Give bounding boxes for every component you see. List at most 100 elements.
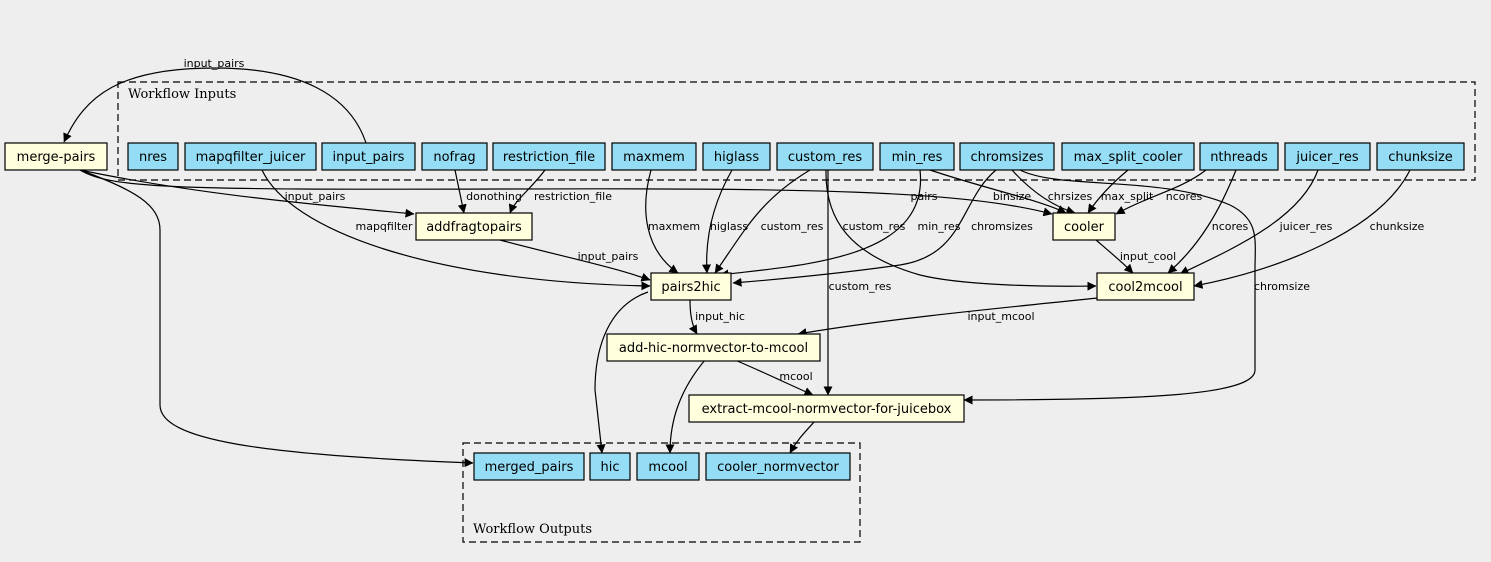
input-node-nofrag-label: nofrag — [433, 150, 475, 165]
input-node-input-pairs[interactable]: input_pairs — [321, 142, 416, 171]
edge-juicer-res-to-cool2mcool — [1179, 169, 1319, 275]
output-node-merged-pairs[interactable]: merged_pairs — [473, 452, 585, 481]
edge-min-res-to-cooler — [929, 169, 1067, 214]
edge-label-binsize: binsize — [993, 190, 1032, 203]
edge-label-input-mcool: input_mcool — [967, 310, 1034, 323]
edge-labels: input_pairs input_pairs pairs donothing … — [184, 57, 1425, 383]
input-node-restriction-file[interactable]: restriction_file — [492, 142, 606, 171]
edge-label-custom-res-ext: custom_res — [829, 280, 892, 293]
input-node-nthreads[interactable]: nthreads — [1199, 142, 1279, 171]
edge-higlass-to-pairs2hic — [701, 169, 733, 274]
edge-nofrag-to-addfragtopairs — [454, 169, 467, 214]
edge-cooler-to-cool2mcool — [1095, 239, 1134, 274]
input-node-juicer-res-label: juicer_res — [1295, 150, 1359, 165]
edge-nthreads-to-cool2mcool — [1167, 169, 1237, 274]
input-node-chunksize[interactable]: chunksize — [1376, 142, 1465, 171]
edge-chunksize-to-cool2mcool — [1193, 169, 1411, 289]
edge-label-input-hic: input_hic — [695, 310, 745, 323]
input-node-nthreads-label: nthreads — [1210, 150, 1268, 165]
input-node-min-res-label: min_res — [892, 150, 943, 165]
input-node-custom-res[interactable]: custom_res — [776, 142, 874, 171]
step-node-pairs2hic[interactable]: pairs2hic — [650, 272, 732, 301]
edge-label-input-cool: input_cool — [1120, 250, 1176, 263]
edge-nthreads-to-cooler — [1115, 169, 1207, 215]
input-node-chunksize-label: chunksize — [1388, 150, 1453, 165]
edge-chromsizes-to-extract — [963, 169, 1256, 405]
step-nodes: merge-pairs addfragtopairs cooler pairs2… — [4, 142, 1195, 423]
edge-label-pairs: pairs — [910, 190, 937, 203]
edge-label-restriction-file: restriction_file — [534, 190, 612, 203]
output-node-cooler-normvector-label: cooler_normvector — [717, 460, 839, 475]
input-node-nres[interactable]: nres — [127, 142, 179, 171]
edge-label-min-res: min_res — [917, 220, 960, 233]
output-nodes: merged_pairs hic mcool cooler_normvector — [473, 452, 851, 481]
edge-mapqfilter-to-pairs2hic — [261, 169, 651, 291]
edge-addfragtopairs-to-pairs2hic — [499, 239, 651, 282]
edge-maxmem-to-pairs2hic — [645, 169, 679, 274]
edge-merge-pairs-to-merged-pairs — [79, 169, 474, 468]
step-node-cool2mcool-label: cool2mcool — [1108, 280, 1182, 295]
edge-label-chromsize: chromsize — [1254, 280, 1310, 293]
edge-label-higlass: higlass — [710, 220, 749, 233]
edge-merge-pairs-to-cooler — [79, 169, 1053, 217]
edge-label-input-pairs-p2h: input_pairs — [578, 250, 639, 263]
edge-label-custom-res-p2h: custom_res — [761, 220, 824, 233]
step-node-merge-pairs-label: merge-pairs — [17, 150, 96, 165]
input-node-higlass-label: higlass — [714, 150, 759, 165]
edge-chromsizes-to-pairs2hic — [732, 169, 997, 287]
step-node-pairs2hic-label: pairs2hic — [661, 280, 720, 295]
edge-label-custom-res-c2m: custom_res — [843, 220, 906, 233]
output-node-hic-label: hic — [601, 460, 620, 475]
input-node-input-pairs-label: input_pairs — [333, 150, 405, 165]
step-node-cooler[interactable]: cooler — [1052, 212, 1116, 241]
step-node-merge-pairs[interactable]: merge-pairs — [4, 142, 108, 171]
edge-custom-res-to-pairs2hic — [714, 169, 811, 274]
step-node-add-hic-normvector-label: add-hic-normvector-to-mcool — [619, 341, 808, 356]
input-node-maxmem-label: maxmem — [623, 150, 685, 165]
input-node-chromsizes[interactable]: chromsizes — [959, 142, 1055, 171]
edge-custom-res-to-cool2mcool — [825, 169, 1097, 291]
edge-pairs2hic-to-hic — [594, 291, 649, 454]
edge-label-mcool: mcool — [779, 370, 812, 383]
edge-chromsizes-to-cooler — [1011, 169, 1076, 215]
edge-add-hic-to-mcool — [665, 359, 706, 454]
input-node-nofrag[interactable]: nofrag — [421, 142, 488, 171]
input-node-max-split-cooler[interactable]: max_split_cooler — [1061, 142, 1195, 171]
edge-label-ncores-cooler: ncores — [1166, 190, 1203, 203]
edge-extract-to-cooler-normvector — [789, 420, 816, 454]
workflow-inputs-cluster: Workflow Inputs — [117, 81, 1476, 181]
edge-merge-pairs-to-addfragtopairs — [79, 169, 415, 218]
step-node-cooler-label: cooler — [1064, 220, 1105, 235]
input-node-nres-label: nres — [139, 150, 167, 165]
step-node-cool2mcool[interactable]: cool2mcool — [1096, 272, 1195, 301]
edge-label-chromsizes: chromsizes — [971, 220, 1033, 233]
edges — [63, 67, 1411, 468]
step-node-extract-mcool-normvector[interactable]: extract-mcool-normvector-for-juicebox — [688, 394, 965, 423]
input-node-min-res[interactable]: min_res — [879, 142, 955, 171]
output-node-hic[interactable]: hic — [589, 452, 631, 481]
step-node-add-hic-normvector-to-mcool[interactable]: add-hic-normvector-to-mcool — [606, 333, 821, 362]
input-node-chromsizes-label: chromsizes — [970, 150, 1043, 165]
input-node-juicer-res[interactable]: juicer_res — [1284, 142, 1371, 171]
input-nodes: nres mapqfilter_juicer input_pairs nofra… — [127, 142, 1465, 171]
input-node-mapqfilter-juicer[interactable]: mapqfilter_juicer — [184, 142, 317, 171]
edge-max-split-to-cooler — [1087, 169, 1129, 214]
edge-add-hic-to-extract — [734, 359, 814, 396]
edge-cool2mcool-to-add-hic — [797, 297, 1099, 337]
output-node-mcool[interactable]: mcool — [636, 452, 700, 481]
workflow-inputs-label: Workflow Inputs — [128, 87, 236, 102]
edge-min-res-to-pairs2hic — [719, 169, 922, 279]
output-node-cooler-normvector[interactable]: cooler_normvector — [705, 452, 851, 481]
step-node-addfragtopairs-label: addfragtopairs — [426, 220, 522, 235]
input-node-higlass[interactable]: higlass — [702, 142, 771, 171]
edge-input-pairs-to-merge-pairs — [63, 67, 367, 144]
step-node-addfragtopairs[interactable]: addfragtopairs — [415, 212, 533, 241]
input-node-maxmem[interactable]: maxmem — [611, 142, 697, 171]
workflow-outputs-label: Workflow Outputs — [473, 522, 592, 537]
edge-label-ncores-c2m: ncores — [1212, 220, 1249, 233]
output-node-mcool-label: mcool — [648, 460, 687, 475]
edge-label-chrsizes: chrsizes — [1048, 190, 1093, 203]
edge-label-donothing: donothing — [466, 190, 522, 203]
